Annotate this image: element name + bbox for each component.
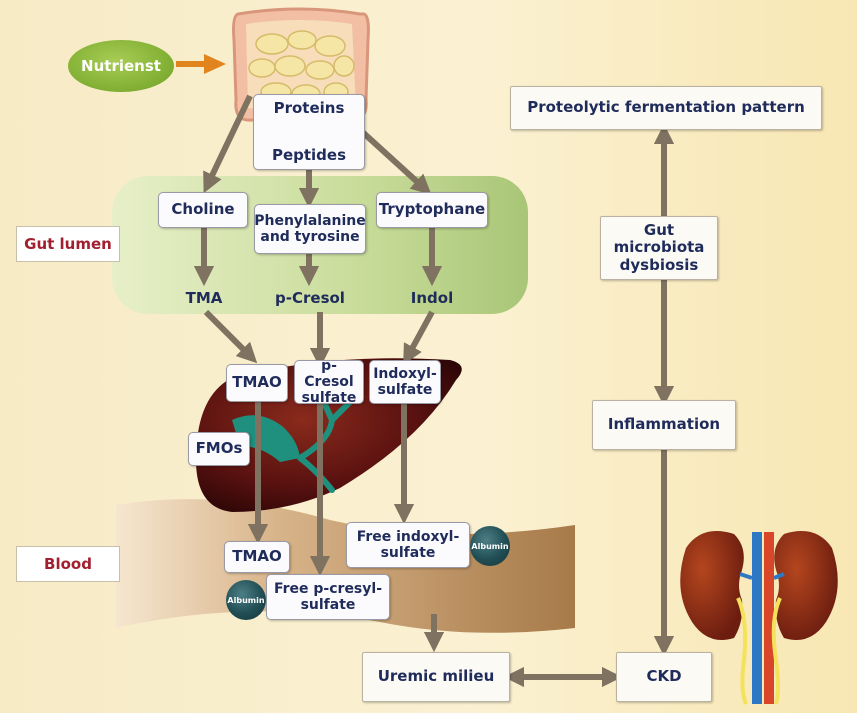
tmao-liver-box: TMAO <box>226 364 288 402</box>
nutrient-arrow-head <box>204 54 226 74</box>
phenylalanine-box: Phenylalanine and tyrosine <box>254 204 366 254</box>
dysbiosis-label: Gut microbiota dysbiosis <box>613 221 705 274</box>
tryptophane-label: Tryptophane <box>378 200 486 219</box>
pcresol-label: p-Cresol <box>275 289 345 307</box>
proteolytic-box: Proteolytic fermentation pattern <box>510 86 822 130</box>
nutrients-label: Nutrienst <box>81 57 161 75</box>
indol-label: Indol <box>410 289 454 307</box>
tmao-blood-box: TMAO <box>224 541 290 573</box>
phenylalanine-label: Phenylalanine and tyrosine <box>254 212 366 245</box>
albumin-ball-indoxyl: Albumin <box>470 526 510 566</box>
uremic-milieu-box: Uremic milieu <box>362 652 510 702</box>
peptides-label: Peptides <box>271 145 347 164</box>
inflammation-label: Inflammation <box>607 415 721 434</box>
intestine-illustration <box>232 7 370 122</box>
ckd-label: CKD <box>646 667 682 686</box>
pcresol-sulfate-box: p-Cresol sulfate <box>294 357 364 407</box>
inflammation-box: Inflammation <box>592 400 736 450</box>
ckd-box: CKD <box>616 652 712 702</box>
uremic-milieu-label: Uremic milieu <box>377 667 495 686</box>
tryptophane-box: Tryptophane <box>376 192 488 228</box>
bidirectional-arrows <box>503 123 675 688</box>
dysbiosis-box: Gut microbiota dysbiosis <box>600 216 718 280</box>
free-pcresyl-box: Free p-cresyl-sulfate <box>266 574 390 620</box>
tmao-blood-label: TMAO <box>232 547 282 566</box>
blood-label: Blood <box>16 546 120 582</box>
choline-label: Choline <box>171 200 235 219</box>
indoxyl-sulfate-box: Indoxyl-sulfate <box>369 360 441 404</box>
tma-label: TMA <box>185 289 223 307</box>
albumin-label-pcresyl: Albumin <box>227 595 265 605</box>
pathway-arrows <box>193 94 675 657</box>
proteins-peptides-box: Proteins Peptides <box>253 94 365 170</box>
proteolytic-label: Proteolytic fermentation pattern <box>527 98 805 117</box>
free-indoxyl-label: Free indoxyl-sulfate <box>356 528 460 561</box>
albumin-label-indoxyl: Albumin <box>471 541 509 551</box>
fmos-label: FMOs <box>195 439 243 458</box>
pcresol-sulfate-label: p-Cresol sulfate <box>301 357 357 407</box>
fmos-box: FMOs <box>188 432 250 466</box>
choline-box: Choline <box>158 192 248 228</box>
nutrients-ellipse: Nutrienst <box>68 40 174 92</box>
tmao-liver-label: TMAO <box>232 373 282 392</box>
free-pcresyl-label: Free p-cresyl-sulfate <box>273 580 383 613</box>
proteins-label: Proteins <box>273 99 345 117</box>
albumin-ball-pcresyl: Albumin <box>226 580 266 620</box>
indoxyl-sulfate-label: Indoxyl-sulfate <box>373 365 437 398</box>
gut-lumen-label: Gut lumen <box>16 226 120 262</box>
free-indoxyl-box: Free indoxyl-sulfate <box>346 522 470 568</box>
kidney-illustration <box>680 531 838 705</box>
